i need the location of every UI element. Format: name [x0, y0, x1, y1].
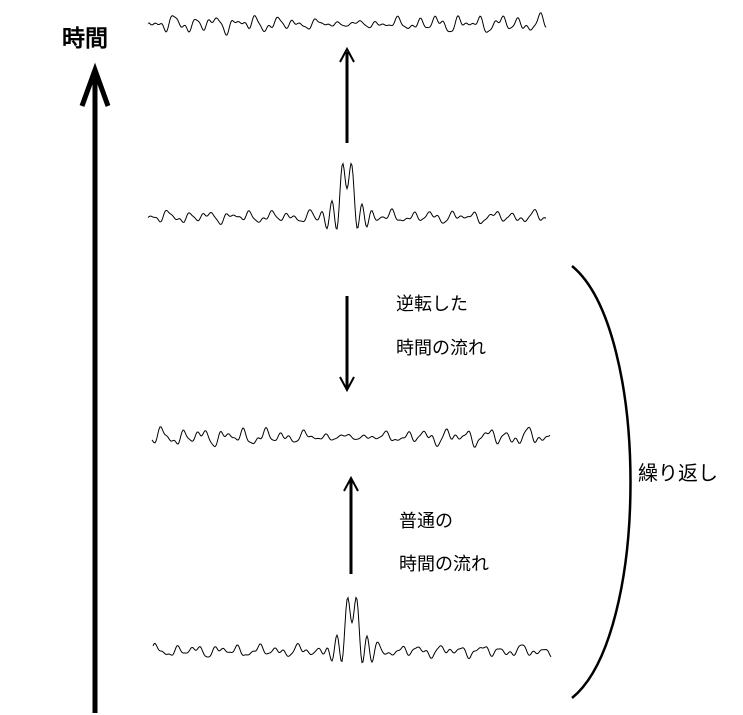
- arrow-reversed-time: [339, 296, 355, 393]
- waveform-focused-3: [147, 162, 547, 230]
- repeat-label: 繰り返し: [638, 461, 718, 485]
- arrow-focus-to-dispersed-top: [339, 46, 355, 143]
- time-axis: [79, 62, 111, 713]
- waveform-dispersed-2: [151, 426, 551, 448]
- reversed-time-label-line1: 逆転した: [396, 294, 468, 315]
- repeat-bracket: [571, 265, 632, 699]
- waveform-dispersed-4: [147, 12, 547, 36]
- waveforms: [147, 12, 552, 664]
- time-axis-arrowhead: [79, 62, 111, 107]
- arrow-normal-time: [343, 475, 359, 574]
- reversed-time-label-line2: 時間の流れ: [396, 338, 486, 359]
- normal-time-label-line2: 時間の流れ: [399, 554, 489, 575]
- normal-time-label-line1: 普通の: [399, 511, 453, 532]
- waveform-focused-1: [152, 596, 552, 664]
- time-axis-title: 時間: [62, 26, 108, 52]
